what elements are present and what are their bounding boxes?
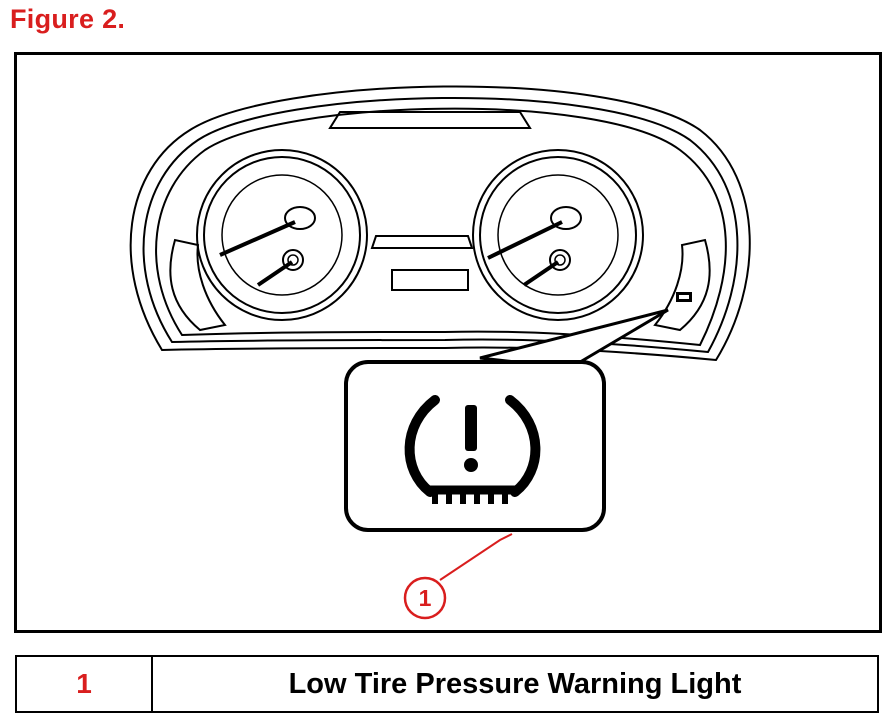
right-gauge (472, 149, 644, 321)
legend-row-number: 1 (17, 657, 153, 711)
figure-frame: 1 (14, 52, 882, 633)
center-indicator (391, 269, 469, 291)
tire-pressure-warning-icon (404, 395, 541, 504)
callout-number: 1 (419, 585, 432, 611)
figure-title: Figure 2. (10, 4, 126, 34)
center-display (370, 235, 474, 249)
left-gauge (196, 149, 368, 321)
legend-table: 1 Low Tire Pressure Warning Light (15, 655, 879, 713)
callout-marker: 1 (403, 533, 513, 620)
cluster-hood (328, 111, 532, 129)
legend-row-label: Low Tire Pressure Warning Light (288, 667, 742, 700)
cluster-housing (129, 85, 751, 362)
right-side-pod (653, 238, 711, 332)
left-side-pod (169, 238, 227, 332)
